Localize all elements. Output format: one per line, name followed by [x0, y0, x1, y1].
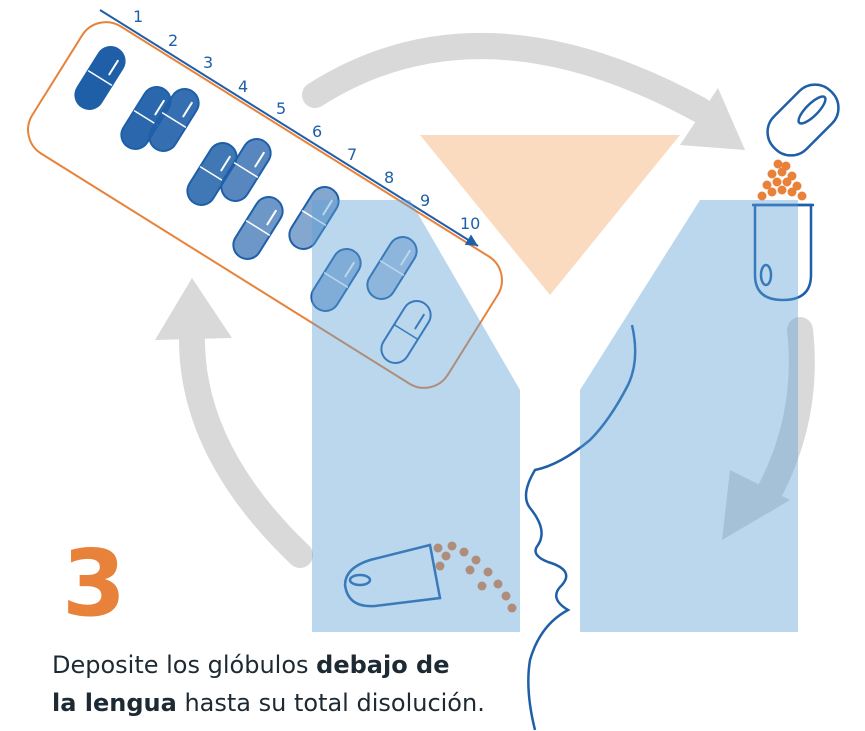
capsule — [74, 46, 126, 110]
globule — [781, 161, 791, 171]
pouring-vial — [343, 543, 442, 608]
cycle-arrowhead-right — [722, 470, 790, 540]
day-scale-line — [99, 9, 479, 247]
cycle-arrowhead-top — [680, 88, 745, 150]
globule — [772, 177, 782, 187]
blister-pack: 1 2 3 4 5 6 7 8 9 10 — [27, 7, 503, 389]
capsules — [74, 46, 432, 364]
globule — [787, 171, 797, 181]
globule — [773, 159, 783, 169]
watermark-m-left-leg — [312, 200, 410, 632]
open-vial — [752, 83, 840, 302]
day-number: 9 — [420, 191, 430, 210]
instruction-caption: Deposite los glóbulos debajo de la lengu… — [52, 646, 522, 722]
globule — [762, 180, 772, 190]
day-number: 6 — [312, 122, 322, 141]
cycle-arrow-top — [302, 33, 713, 123]
day-number: 5 — [276, 99, 286, 118]
globule — [797, 191, 807, 201]
day-number: 7 — [347, 145, 357, 164]
caption-bold-text: debajo de — [316, 651, 450, 679]
globule — [435, 561, 445, 571]
face-profile-line — [524, 324, 637, 731]
capsule — [380, 300, 432, 364]
day-number: 4 — [238, 77, 248, 96]
globule — [483, 567, 493, 577]
globule — [777, 185, 787, 195]
globule — [447, 541, 457, 551]
globule — [471, 555, 481, 565]
step-number: 3 — [62, 530, 127, 637]
globule — [782, 177, 792, 187]
watermark-m-right-leg — [700, 200, 798, 632]
globule — [507, 603, 517, 613]
globule — [501, 591, 511, 601]
globule — [767, 187, 777, 197]
globule — [792, 181, 802, 191]
cycle-arrow-right — [752, 317, 815, 513]
capsule — [220, 138, 272, 202]
globule — [757, 191, 767, 201]
globule — [493, 579, 503, 589]
caption-text: hasta su total disolución. — [176, 689, 485, 717]
watermark-logo — [312, 135, 798, 632]
capsule — [232, 196, 284, 260]
cycle-arrowhead-left — [155, 278, 232, 340]
vial-body — [753, 203, 813, 302]
vial-cap-highlight — [797, 95, 827, 125]
vial-cap — [766, 83, 840, 157]
globule — [433, 543, 443, 553]
globule — [441, 551, 451, 561]
day-number: 2 — [168, 31, 178, 50]
capsule — [366, 236, 418, 300]
globule — [459, 547, 469, 557]
blister-outline — [27, 21, 503, 389]
pouring-vial-label — [348, 573, 372, 587]
day-number: 8 — [384, 168, 394, 187]
poured-globules — [433, 541, 517, 613]
pouring-vial-body — [343, 543, 442, 608]
globule — [465, 565, 475, 575]
cycle-arrow-left — [178, 322, 313, 568]
caption-text: Deposite los glóbulos — [52, 651, 317, 679]
caption-bold-text: la lengua — [52, 689, 177, 717]
watermark-m-right-diagonal — [580, 200, 700, 632]
watermark-orange-triangle — [420, 135, 680, 295]
capsule — [288, 186, 340, 250]
vial-globules — [757, 159, 807, 201]
day-number: 3 — [203, 53, 213, 72]
globule — [787, 187, 797, 197]
capsule — [310, 248, 362, 312]
globule — [767, 169, 777, 179]
day-number-labels: 1 2 3 4 5 6 7 8 9 10 — [133, 7, 480, 233]
day-number: 1 — [133, 7, 143, 26]
capsule — [148, 88, 200, 152]
watermark-m-left-diagonal — [410, 200, 520, 632]
vial-label — [759, 263, 773, 287]
globule — [477, 581, 487, 591]
day-number: 10 — [460, 214, 480, 233]
cycle-arrows — [178, 33, 815, 568]
